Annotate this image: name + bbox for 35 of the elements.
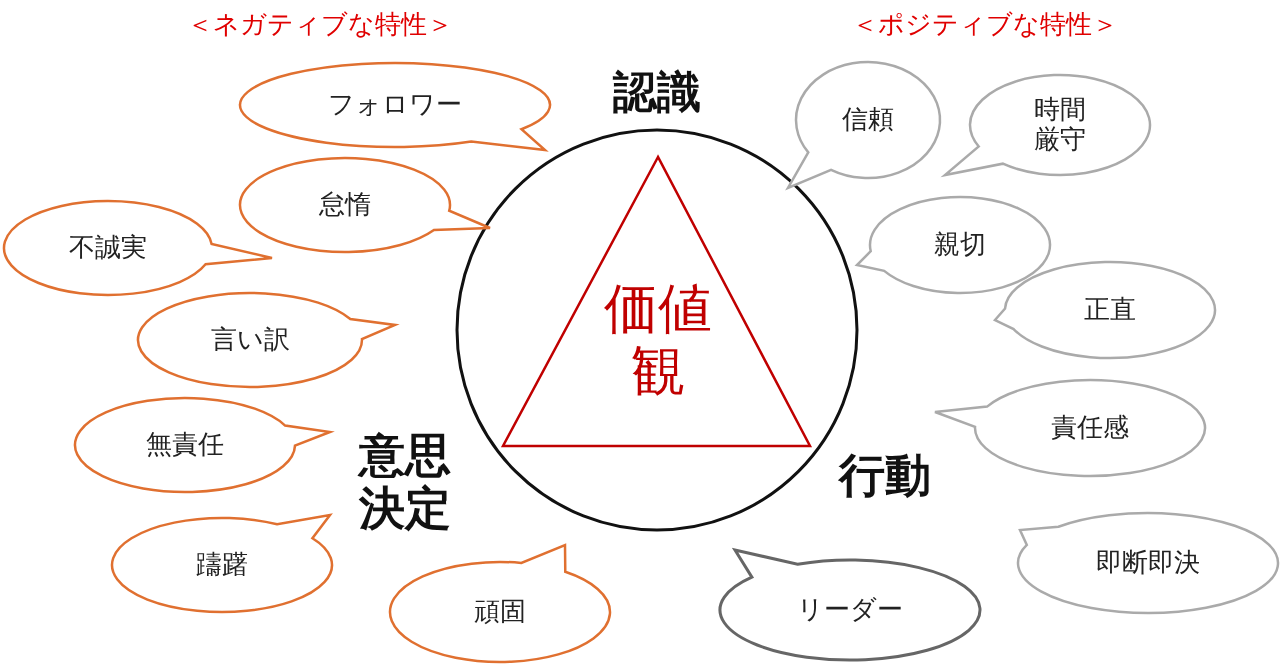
triangle	[501, 155, 813, 449]
speech-bubble	[933, 378, 1207, 478]
vertex-label: 行動	[837, 448, 932, 502]
speech-bubble	[2, 199, 274, 297]
speech-bubble	[136, 291, 397, 389]
bubble-text: 責任感	[1050, 413, 1130, 443]
speech-bubble	[786, 60, 942, 190]
vertex-label: 意思決定	[356, 429, 452, 535]
bubble-text: 無責任	[145, 430, 225, 460]
bubble-text: 親切	[933, 230, 987, 260]
bubble-text: フォロワー	[327, 90, 463, 120]
bubble-text: 怠惰	[318, 190, 372, 220]
bubble-text: 躊躇	[195, 550, 249, 580]
speech-bubble	[855, 195, 1052, 295]
speech-bubble	[238, 61, 552, 152]
vertex-label: 認識	[612, 66, 702, 118]
heading: ＜ポジティブな特性＞	[851, 10, 1119, 40]
speech-bubble	[73, 396, 332, 494]
triangle-text: 価値観	[603, 277, 713, 403]
speech-bubble	[388, 543, 612, 664]
bubble-text: 不誠実	[68, 233, 148, 263]
bubble-text: 即断即決	[1095, 548, 1201, 578]
bubble-text: 正直	[1083, 295, 1137, 325]
bubble-text: リーダー	[796, 595, 904, 625]
speech-bubble	[238, 156, 492, 254]
speech-bubble	[993, 260, 1217, 360]
bubble-text: 時間厳守	[1033, 95, 1087, 155]
speech-bubble	[110, 513, 334, 614]
bubble-text: 頑固	[473, 597, 527, 627]
bubble-text: 信頼	[841, 105, 895, 135]
speech-bubble	[718, 548, 982, 662]
speech-bubble	[943, 73, 1152, 177]
heading: ＜ネガティブな特性＞	[186, 10, 454, 40]
bubble-text: 言い訳	[209, 325, 291, 355]
speech-bubble	[1016, 511, 1280, 615]
